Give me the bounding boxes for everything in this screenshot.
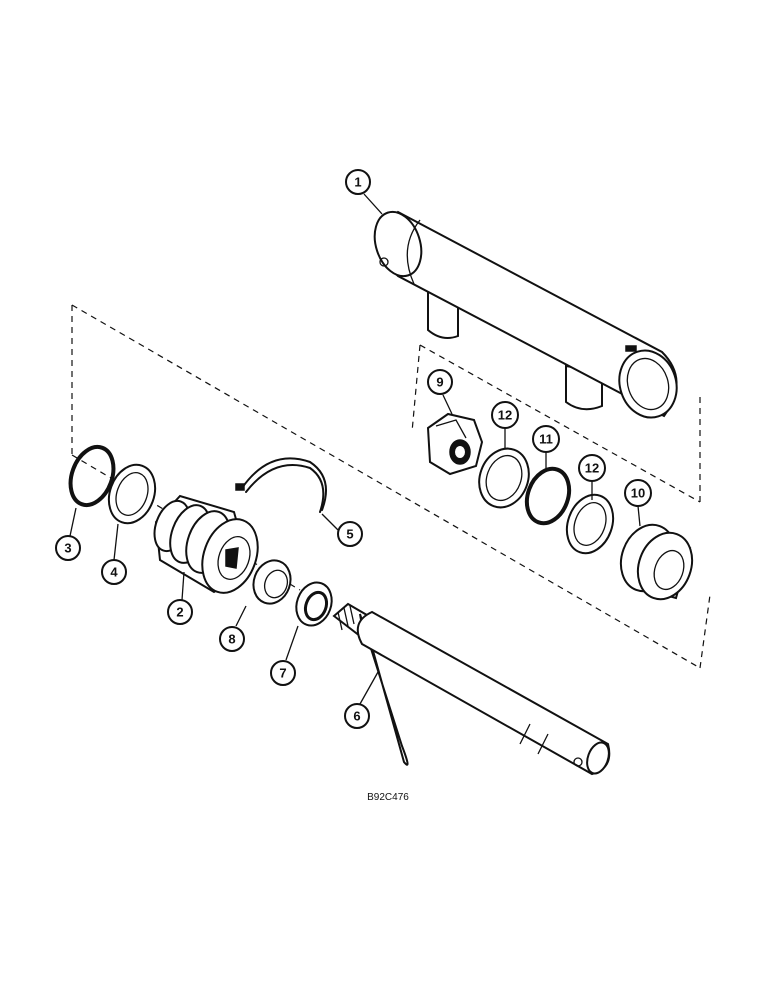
callout-12a-label: 12 — [498, 408, 512, 423]
callout-2-label: 2 — [176, 605, 183, 620]
callout-2: 2 — [167, 599, 193, 625]
callout-8: 8 — [219, 626, 245, 652]
callout-12a: 12 — [491, 401, 519, 429]
callout-11: 11 — [532, 425, 560, 453]
part-6-piston-rod — [332, 602, 611, 776]
callout-5-label: 5 — [346, 527, 353, 542]
callout-1: 1 — [345, 169, 371, 195]
part-12-seal-ring-b — [565, 493, 615, 555]
part-7-seal — [295, 581, 333, 627]
callout-12b-label: 12 — [585, 461, 599, 476]
leader-lines — [69, 193, 641, 705]
part-11-o-ring — [524, 466, 572, 526]
callout-5: 5 — [337, 521, 363, 547]
callout-10-label: 10 — [631, 486, 645, 501]
callout-11-label: 11 — [539, 432, 553, 447]
callout-7: 7 — [270, 660, 296, 686]
callout-9: 9 — [427, 369, 453, 395]
callout-8-label: 8 — [228, 632, 235, 647]
part-2-gland — [153, 494, 259, 594]
callout-1-label: 1 — [354, 175, 361, 190]
part-12-seal-ring-a — [478, 447, 530, 509]
part-10-piston — [619, 523, 694, 601]
part-8-wiper — [252, 559, 292, 605]
callout-4-label: 4 — [110, 565, 118, 580]
callout-10: 10 — [624, 479, 652, 507]
part-1-cylinder-barrel — [373, 210, 678, 419]
part-9-nut — [426, 412, 484, 476]
callout-3: 3 — [55, 535, 81, 561]
callout-6: 6 — [344, 703, 370, 729]
callout-6-label: 6 — [353, 709, 360, 724]
part-4-backup-ring — [107, 463, 157, 525]
part-5-wire-ring — [235, 457, 327, 513]
callout-12b: 12 — [578, 454, 606, 482]
callout-9-label: 9 — [436, 375, 443, 390]
callout-4: 4 — [101, 559, 127, 585]
callout-3-label: 3 — [64, 541, 71, 556]
part-3-snap-ring — [68, 444, 116, 508]
figure-reference: B92C476 — [367, 792, 409, 803]
callout-7-label: 7 — [279, 666, 286, 681]
